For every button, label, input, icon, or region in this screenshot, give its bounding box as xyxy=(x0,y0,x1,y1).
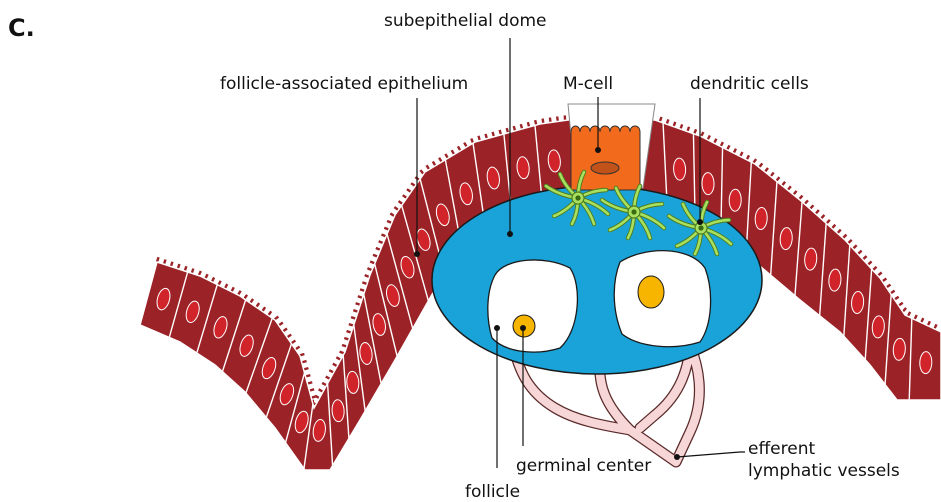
germinal-center-right xyxy=(638,276,664,308)
microvillus xyxy=(550,118,551,123)
microvillus xyxy=(427,165,430,169)
microvillus xyxy=(557,117,558,122)
microvillus xyxy=(192,269,194,274)
microvillus xyxy=(507,128,508,133)
microvillus xyxy=(171,262,173,267)
microvillus xyxy=(356,303,361,305)
microvillus xyxy=(349,324,354,326)
microvillus xyxy=(816,210,819,214)
microvillus xyxy=(309,389,314,390)
microvillus xyxy=(384,228,389,230)
microvillus xyxy=(376,248,381,250)
microvillus xyxy=(821,215,824,219)
follicle-label: follicle xyxy=(465,482,520,502)
microvillus xyxy=(403,195,407,198)
microvillus xyxy=(740,152,742,156)
epithelial-nucleus xyxy=(919,351,932,373)
epithelial-nucleus xyxy=(702,172,714,194)
m-cell-label: M-cell xyxy=(563,74,613,94)
microvillus xyxy=(387,221,392,223)
subepithelial-dome xyxy=(432,186,762,374)
microvillus xyxy=(287,335,291,338)
microvillus xyxy=(873,267,877,270)
epithelial-nucleus xyxy=(729,189,741,211)
microvillus xyxy=(452,150,455,154)
microvillus xyxy=(915,315,917,320)
microvillus xyxy=(262,307,265,311)
microvillus xyxy=(478,136,479,141)
microvillus xyxy=(342,345,347,347)
microvillus xyxy=(291,341,295,344)
microvillus xyxy=(407,189,411,192)
microvillus xyxy=(934,324,936,329)
microvillus xyxy=(381,234,386,236)
microvillus xyxy=(921,318,923,323)
microvillus xyxy=(319,389,323,391)
subepithelial-dome-label: subepithelial dome xyxy=(384,11,547,31)
microvillus xyxy=(890,291,894,294)
microvillus xyxy=(250,299,253,303)
microvillus xyxy=(394,207,398,210)
microvillus xyxy=(344,338,349,340)
microvillus xyxy=(379,241,384,243)
microvillus xyxy=(826,220,829,224)
microvillus xyxy=(687,127,689,132)
follicle-left xyxy=(488,260,578,352)
microvillus xyxy=(164,260,166,265)
microvillus xyxy=(899,303,903,306)
efferent-label: efferent xyxy=(748,439,815,459)
microvillus xyxy=(882,279,886,282)
lymphatic-vessels-label: lymphatic vessels xyxy=(748,461,900,481)
microvillus xyxy=(399,201,403,204)
microvillus xyxy=(708,135,710,139)
microvillus xyxy=(810,205,813,209)
microvillus xyxy=(283,329,287,332)
microvillus xyxy=(674,122,676,127)
microvillus xyxy=(895,297,899,300)
microvillus xyxy=(370,261,375,263)
microvillus xyxy=(928,321,930,326)
microvillus xyxy=(353,310,358,312)
microvillus xyxy=(302,361,307,362)
panel-label: C. xyxy=(8,14,35,42)
microvillus xyxy=(411,183,415,186)
microvillus xyxy=(788,186,791,190)
microvillus xyxy=(295,347,299,350)
microvillus xyxy=(667,119,669,124)
microvillus xyxy=(279,323,283,326)
microvillus xyxy=(886,285,890,288)
microvillus xyxy=(445,154,448,158)
microvillus xyxy=(464,143,467,147)
microvillus xyxy=(832,225,835,229)
follicle-associated-epithelium-label: follicle-associated epithelium xyxy=(220,74,468,94)
m-cell-nucleus xyxy=(591,162,619,174)
microvillus xyxy=(714,139,716,143)
microvillus xyxy=(793,191,796,195)
dendritic-cells-label: dendritic cells xyxy=(690,74,809,94)
microvillus xyxy=(306,375,311,376)
microvillus xyxy=(868,261,872,264)
microvillus xyxy=(333,364,337,366)
microvillus xyxy=(805,200,808,204)
germinal-center-label: germinal center xyxy=(516,456,651,476)
microvillus xyxy=(908,312,910,317)
